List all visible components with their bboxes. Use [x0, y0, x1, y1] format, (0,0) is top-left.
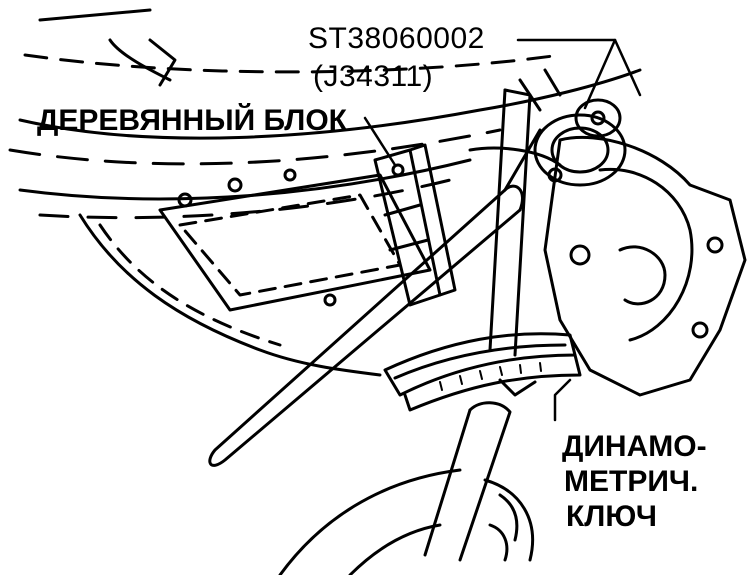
- torque-wrench-label-line3: КЛЮЧ: [566, 500, 657, 533]
- leader-lines: [363, 38, 642, 422]
- differential-housing: [468, 135, 747, 397]
- wooden-block: [373, 143, 457, 307]
- torque-wrench: [383, 88, 582, 562]
- tool-number-label: ST38060002: [308, 22, 485, 55]
- tool-alt-number-label: (J34311): [313, 60, 434, 93]
- torque-wrench-label-line1: ДИНАМО-: [562, 430, 707, 463]
- hand: [278, 468, 535, 575]
- wood-block-label: ДЕРЕВЯННЫЙ БЛОК: [37, 104, 347, 137]
- torque-wrench-label-line2: МЕТРИЧ.: [564, 465, 699, 498]
- special-tool-flange: [518, 68, 627, 187]
- holding-bar: [208, 128, 542, 467]
